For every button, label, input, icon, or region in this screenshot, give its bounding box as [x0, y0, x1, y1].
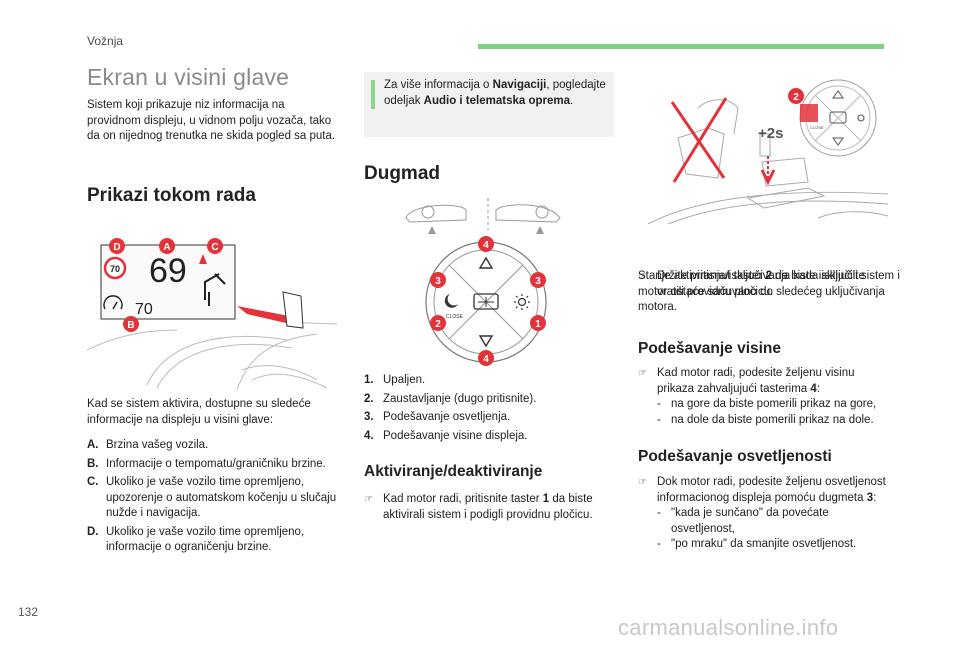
list-item: -"po mraku" da smanjite osvetljenost.	[657, 538, 857, 550]
svg-text:4: 4	[483, 354, 489, 365]
height-bullet: ☞Kad motor radi, podesite željenu visinu…	[638, 367, 855, 395]
moon-icon	[444, 294, 458, 308]
label-a: A	[159, 238, 175, 254]
svg-text:3: 3	[535, 276, 541, 287]
page-number: 132	[18, 605, 39, 619]
list-item: 3.Podešavanje osvetljenja.	[364, 411, 511, 423]
down-arrow-icon	[760, 169, 776, 186]
brightness-bullet: ☞Dok motor radi, podesite željenu osvetl…	[638, 476, 886, 504]
warning-icon	[199, 254, 207, 264]
down-arrow-icon	[478, 335, 494, 348]
speed-limit-value: 70	[110, 264, 120, 274]
list-item: D.Ukoliko je vaše vozilo time opremljeno…	[87, 525, 305, 554]
hud-plate	[282, 291, 304, 329]
close-label: CLOSE	[810, 125, 824, 130]
control-pad-small: CLOSE	[799, 79, 877, 157]
header-accent-bar	[478, 44, 884, 49]
height-instructions: ☞Kad motor radi, podesite željenu visinu…	[638, 366, 888, 428]
label-3-right: 3	[530, 272, 546, 288]
hud-toggle-icon	[473, 293, 499, 310]
arrow-bullet-icon: ☞	[638, 477, 647, 488]
label-c: C	[207, 238, 223, 254]
speedometer-icon	[103, 295, 123, 310]
list-item: -na gore da biste pomerili prikaz na gor…	[657, 398, 877, 410]
info-note-text: Za više informacija o Navigaciji, pogled…	[384, 79, 606, 107]
list-item: C.Ukoliko je vaše vozilo time opremljeno…	[87, 476, 337, 519]
watermark: carmanualsonline.info	[618, 615, 839, 640]
svg-text:4: 4	[483, 240, 489, 251]
svg-text:2: 2	[793, 92, 799, 103]
up-arrow-icon	[478, 256, 494, 269]
svg-text:1: 1	[535, 319, 541, 330]
list-item: 1.Upaljen.	[364, 374, 426, 386]
state-memory-text: Stanje aktiviranja/isključivanja kada is…	[638, 270, 885, 313]
svg-text:3: 3	[435, 276, 441, 287]
hud-display-figure: 70 69 70 D A C B	[87, 238, 338, 390]
cruise-speed: 70	[135, 301, 153, 318]
section-header: Vožnja	[87, 34, 124, 48]
label-2-badge: 2	[788, 88, 804, 104]
label-1: 1	[530, 315, 546, 331]
page-title: Ekran u visini glave	[87, 64, 290, 90]
hold-duration: +2s	[758, 125, 783, 142]
label-b: B	[123, 316, 139, 332]
label-4-top: 4	[478, 236, 494, 252]
list-item: 4.Podešavanje visine displeja.	[364, 429, 528, 442]
pressed-highlight	[800, 104, 818, 122]
sun-icon	[514, 294, 530, 310]
brightness-instructions: ☞Dok motor radi, podesite željenu osvetl…	[638, 475, 888, 553]
svg-text:A: A	[163, 242, 170, 253]
projection-beam	[237, 306, 299, 326]
label-2: 2	[430, 315, 446, 331]
activation-instruction: ☞Kad motor radi, pritisnite taster 1 da …	[364, 493, 593, 521]
svg-text:B: B	[127, 320, 134, 331]
cross-icon	[670, 97, 728, 183]
hud-plate-retracted	[746, 187, 826, 209]
info-note: Za više informacija o Navigaciji, pogled…	[364, 72, 614, 137]
svg-text:D: D	[113, 242, 120, 253]
buttons-list: 1.Upaljen. 2.Zaustavljanje (dugo pritisn…	[364, 373, 614, 447]
steering-wheel-icon	[421, 205, 435, 219]
label-4-bottom: 4	[478, 350, 494, 366]
list-item: -"kada je sunčano" da povećate osvetljen…	[657, 507, 829, 535]
speed-limit-sign: 70	[103, 256, 127, 280]
list-item: A.Brzina vašeg vozila.	[87, 439, 209, 451]
arrow-bullet-icon: ☞	[638, 368, 647, 379]
close-label: CLOSE	[446, 314, 464, 320]
deactivation-instruction: ☞Držite pritisnut taster 2 da biste iskl…	[638, 270, 900, 298]
activation-heading: Aktiviranje/deaktiviranje	[364, 463, 543, 480]
label-3-left: 3	[430, 272, 446, 288]
svg-text:C: C	[211, 242, 218, 253]
svg-text:2: 2	[435, 319, 441, 330]
hud-deactivate-figure: CLOSE +2s 2	[647, 79, 888, 224]
brightness-heading: Podešavanje osvetljenosti	[638, 448, 832, 465]
dashboard-outline	[87, 321, 338, 390]
display-heading: Prikazi tokom rada	[87, 185, 256, 206]
steering-wheel-icon	[535, 205, 549, 219]
buttons-heading: Dugmad	[364, 163, 440, 184]
list-item: 2.Zaustavljanje (dugo pritisnite).	[364, 392, 537, 405]
intro-text: Sistem koji prikazuje niz informacija na…	[87, 99, 336, 142]
display-lead: Kad se sistem aktivira, dostupne su sled…	[87, 398, 311, 426]
list-item: -na dole da biste pomerili prikaz na dol…	[657, 413, 874, 426]
arrow-bullet-icon: ☞	[638, 271, 647, 282]
navigation-arrow-icon	[204, 273, 226, 306]
label-d: D	[109, 238, 125, 254]
vehicle-speed: 69	[149, 252, 187, 290]
steering-right	[495, 204, 561, 223]
height-heading: Podešavanje visine	[638, 340, 782, 357]
control-buttons-figure: CLOSE 4 3 3 2 1 4	[405, 198, 561, 366]
list-item: B.Informacije o tempomatu/graničniku brz…	[87, 457, 326, 470]
steering-left	[405, 204, 467, 223]
sun-icon	[857, 114, 865, 122]
info-icon	[371, 80, 375, 109]
hud-plate-raised	[677, 127, 725, 179]
arrow-bullet-icon: ☞	[364, 494, 373, 505]
display-items-list: A.Brzina vašeg vozila. B.Informacije o t…	[87, 438, 337, 559]
